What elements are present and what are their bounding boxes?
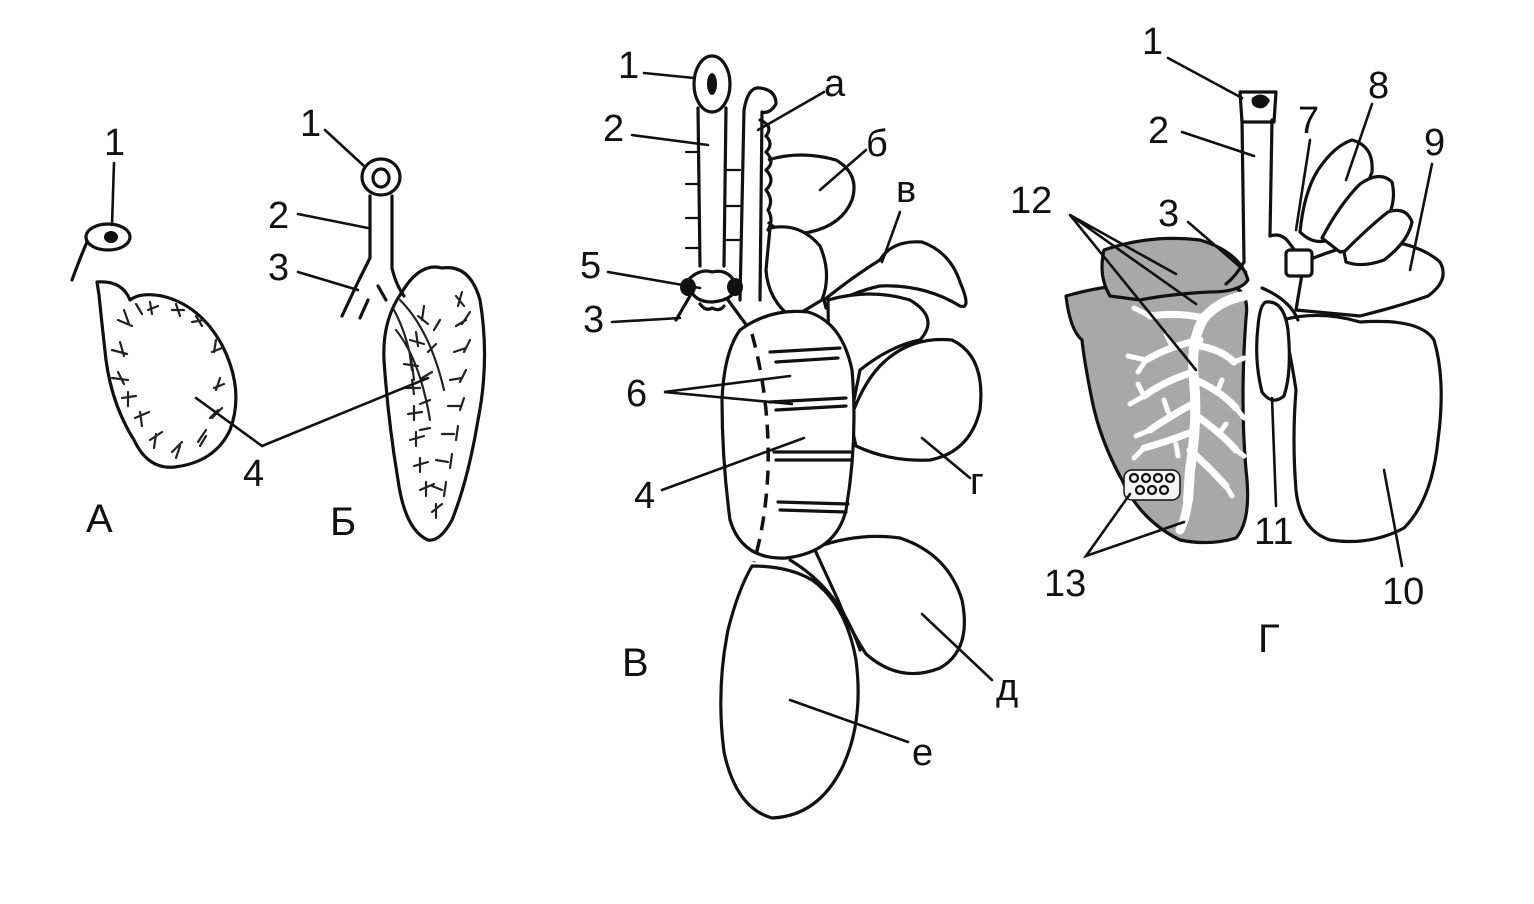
panel-v-air-sac-g bbox=[848, 337, 983, 462]
panel-v-label-g: г bbox=[970, 461, 984, 503]
panel-a-lung-sac bbox=[95, 280, 238, 469]
panel-a: 1 А bbox=[70, 122, 238, 541]
panel-v-label-4: 4 bbox=[634, 475, 655, 517]
panel-v-lung bbox=[720, 309, 856, 560]
panel-a-label-1: 1 bbox=[104, 122, 125, 164]
panel-b-label-2: 2 bbox=[268, 195, 289, 237]
panel-v-label-2: 2 bbox=[603, 108, 624, 150]
panel-g-label-1: 1 bbox=[1142, 21, 1163, 63]
panel-b-larynx bbox=[360, 157, 402, 197]
shared-label-4-text: 4 bbox=[243, 453, 264, 495]
panel-v-air-sac-v2 bbox=[764, 225, 829, 320]
panel-g-accessory-lobe bbox=[1255, 300, 1291, 402]
panel-g-label-10: 10 bbox=[1382, 571, 1424, 613]
panel-v-label-e: е bbox=[912, 732, 933, 774]
panel-g-upper-right-lobe bbox=[1298, 138, 1414, 267]
panel-g-bronchial-tree bbox=[1125, 291, 1249, 535]
panel-g-trachea bbox=[1224, 90, 1314, 322]
panel-v-air-sac-b bbox=[766, 153, 856, 236]
panel-v-label-a: а bbox=[824, 63, 846, 105]
panel-b-trachea bbox=[340, 194, 406, 318]
panel-g-label-11: 11 bbox=[1254, 511, 1293, 553]
panel-b: 1 2 3 Б bbox=[268, 103, 487, 544]
shared-label-4: 4 bbox=[194, 376, 430, 495]
panel-g-label-8: 8 bbox=[1368, 65, 1389, 107]
panel-v-air-sac-d bbox=[812, 534, 966, 676]
panel-g-label-2: 2 bbox=[1148, 110, 1169, 152]
panel-a-larynx bbox=[70, 222, 132, 282]
panel-v-label-1: 1 bbox=[618, 45, 639, 87]
panel-g-label-13: 13 bbox=[1044, 563, 1086, 605]
panel-v-oesophagus bbox=[738, 86, 778, 302]
panel-b-label-3: 3 bbox=[268, 247, 289, 289]
panel-b-alveoli bbox=[392, 290, 472, 520]
panel-v-trachea bbox=[684, 54, 742, 268]
panel-v-label-b: б bbox=[866, 123, 888, 165]
panel-v-label-v: в bbox=[896, 169, 916, 211]
panel-v-air-sac-v bbox=[822, 240, 968, 310]
panel-v-label-5: 5 bbox=[580, 245, 601, 287]
panel-v-label-d: д bbox=[996, 667, 1018, 709]
panel-v-title: В bbox=[622, 641, 649, 685]
panel-g-label-9: 9 bbox=[1424, 122, 1445, 164]
panel-v-air-sac-e bbox=[719, 564, 860, 820]
panel-b-title: Б bbox=[330, 500, 356, 544]
panel-g-label-3: 3 bbox=[1158, 193, 1179, 235]
panel-v: 1 2 5 3 6 4 а б в г д е В bbox=[580, 45, 1018, 820]
panel-g-label-12: 12 bbox=[1010, 180, 1052, 222]
panel-b-bronchus bbox=[358, 284, 388, 320]
panel-v-label-3: 3 bbox=[583, 299, 604, 341]
panel-b-label-1: 1 bbox=[300, 103, 321, 145]
panel-g: 1 2 3 7 8 9 12 13 11 10 Г bbox=[1010, 21, 1445, 661]
panel-g-label-7: 7 bbox=[1298, 100, 1319, 142]
panel-g-title: Г bbox=[1258, 617, 1280, 661]
panel-g-alveolar-patch bbox=[1123, 469, 1181, 501]
panel-g-lower-right-lobe bbox=[1280, 313, 1443, 544]
panel-v-secondary-bronchi bbox=[768, 346, 854, 514]
panel-a-title: А bbox=[86, 497, 113, 541]
panel-b-lung bbox=[382, 265, 487, 542]
panel-v-label-6: 6 bbox=[626, 373, 647, 415]
